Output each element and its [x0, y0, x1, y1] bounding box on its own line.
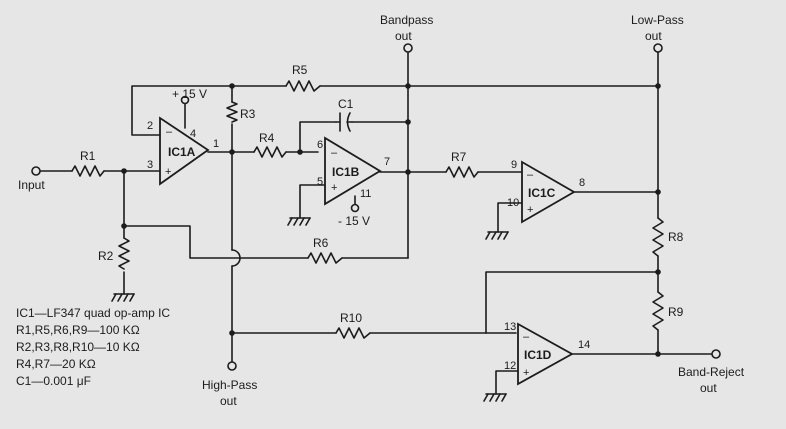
vcc-label: + 15 V — [172, 87, 207, 101]
ic1d-label: IC1D — [524, 348, 552, 362]
svg-text:4: 4 — [190, 128, 196, 140]
r1-label: R1 — [80, 149, 96, 163]
svg-text:11: 11 — [360, 188, 371, 200]
r9-resistor — [652, 291, 664, 331]
input-label: Input — [18, 178, 45, 192]
lowpass-label-2: out — [645, 29, 662, 43]
ic1d-opamp: – + IC1D — [517, 322, 574, 386]
svg-text:6: 6 — [317, 139, 323, 151]
parts-list-item: IC1—LF347 quad op-amp IC — [16, 306, 170, 320]
svg-text:–: – — [523, 331, 530, 343]
input-terminal — [31, 166, 41, 176]
r2-resistor — [118, 237, 130, 270]
ic1a-label: IC1A — [168, 145, 196, 159]
svg-text:13: 13 — [504, 321, 516, 333]
ground-icon — [287, 217, 311, 226]
c1-capacitor — [335, 112, 353, 132]
svg-text:7: 7 — [384, 156, 390, 168]
vcc-terminal — [180, 95, 190, 105]
bandpass-label-2: out — [395, 29, 412, 43]
wires — [39, 49, 713, 395]
vee-label: - 15 V — [338, 214, 370, 228]
parts-list-item: C1—0.001 μF — [16, 374, 91, 388]
ic1a-opamp: – + IC1A — [159, 116, 210, 186]
bandreject-terminal — [711, 349, 721, 359]
r5-resistor — [285, 80, 321, 92]
r8-resistor — [652, 217, 664, 257]
svg-text:3: 3 — [147, 159, 153, 171]
svg-text:14: 14 — [578, 339, 590, 351]
svg-text:+: + — [331, 182, 337, 194]
bandreject-label-2: out — [700, 381, 717, 395]
lowpass-label-1: Low-Pass — [631, 13, 684, 27]
r4-label: R4 — [259, 131, 275, 145]
highpass-terminal — [227, 361, 237, 371]
junctions — [121, 83, 661, 357]
svg-text:–: – — [331, 147, 338, 159]
resistors — [71, 80, 664, 339]
r9-label: R9 — [668, 305, 684, 319]
r2-label: R2 — [98, 249, 114, 263]
ground-symbols — [111, 217, 509, 402]
terminals — [31, 43, 721, 371]
highpass-label-1: High-Pass — [202, 378, 257, 392]
pin-numbers: 2 3 1 4 6 5 7 11 9 10 8 13 12 14 — [147, 120, 590, 372]
ic1c-opamp: – + IC1C — [521, 160, 576, 224]
svg-text:8: 8 — [579, 177, 585, 189]
parts-list-item: R1,R5,R6,R9—100 KΩ — [16, 323, 140, 337]
ground-icon — [111, 293, 135, 302]
svg-text:+: + — [523, 367, 529, 379]
svg-text:9: 9 — [511, 159, 517, 171]
component-labels: R1 R2 R3 R4 R5 R6 R7 R8 R9 R10 C1 — [80, 63, 684, 325]
svg-text:–: – — [166, 126, 173, 138]
svg-text:10: 10 — [507, 197, 519, 209]
r10-label: R10 — [340, 311, 362, 325]
svg-text:12: 12 — [504, 360, 516, 372]
r6-label: R6 — [313, 236, 329, 250]
r7-resistor — [445, 166, 479, 178]
bandpass-terminal — [403, 43, 413, 53]
ic1b-label: IC1B — [332, 165, 360, 179]
highpass-label-2: out — [220, 394, 237, 408]
ic1c-label: IC1C — [528, 186, 556, 200]
ground-icon — [483, 393, 507, 402]
r1-resistor — [71, 165, 105, 177]
wire-crossovers — [231, 249, 241, 267]
c1-label: C1 — [338, 97, 354, 111]
parts-list-item: R4,R7—20 KΩ — [16, 357, 96, 371]
svg-text:+: + — [165, 166, 171, 178]
r10-resistor — [335, 327, 371, 339]
bandreject-label-1: Band-Reject — [678, 365, 745, 379]
parts-list: IC1—LF347 quad op-amp IC R1,R5,R6,R9—100… — [16, 306, 170, 388]
lowpass-terminal — [653, 43, 663, 53]
r8-label: R8 — [668, 230, 684, 244]
parts-list-item: R2,R3,R8,R10—10 KΩ — [16, 340, 140, 354]
r6-resistor — [307, 252, 343, 264]
bandpass-label-1: Bandpass — [380, 13, 433, 27]
vee-terminal — [350, 203, 360, 213]
r5-label: R5 — [292, 63, 308, 77]
r7-label: R7 — [451, 150, 467, 164]
ground-icon — [485, 231, 509, 240]
svg-text:+: + — [527, 204, 533, 216]
ic1b-opamp: – + IC1B — [324, 136, 382, 206]
r3-label: R3 — [240, 107, 256, 121]
svg-text:5: 5 — [317, 176, 323, 188]
r3-resistor — [226, 101, 238, 123]
svg-text:1: 1 — [213, 138, 219, 150]
io-labels: Bandpass out Low-Pass out High-Pass out … — [18, 13, 745, 408]
svg-text:–: – — [527, 169, 534, 181]
r4-resistor — [253, 146, 287, 158]
svg-text:2: 2 — [147, 120, 153, 132]
